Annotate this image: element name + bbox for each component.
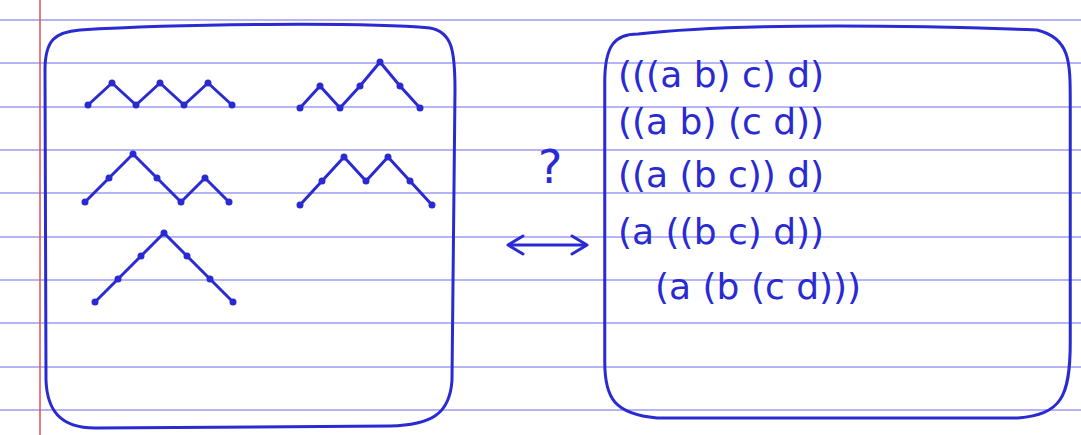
dyck-path <box>85 154 229 202</box>
arrow-head <box>572 236 587 254</box>
dyck-path <box>95 233 233 302</box>
bracketing-text: ((a (b c)) d) <box>618 154 824 196</box>
path-dots <box>82 59 436 306</box>
parenthesization-blob: (((a b) c) d) ((a b) (c d)) ((a (b c)) d) (… <box>600 22 1075 422</box>
question-mark: ? <box>538 140 562 194</box>
margin-line <box>39 0 41 435</box>
dyck-path <box>300 157 432 205</box>
dyck-path <box>300 62 420 108</box>
arrow-head <box>508 236 523 254</box>
double-arrow <box>510 244 585 247</box>
bracketing-text: (a ((b c) d)) <box>618 211 824 253</box>
bracketing-text: ((a b) (c d)) <box>618 101 824 143</box>
left-blob <box>45 24 455 428</box>
bracketing-text: (((a b) c) d) <box>618 54 824 96</box>
blob-path <box>605 26 1071 418</box>
ruled-lines <box>0 20 1081 410</box>
bracketing-text: (a (b (c d))) <box>655 266 861 308</box>
